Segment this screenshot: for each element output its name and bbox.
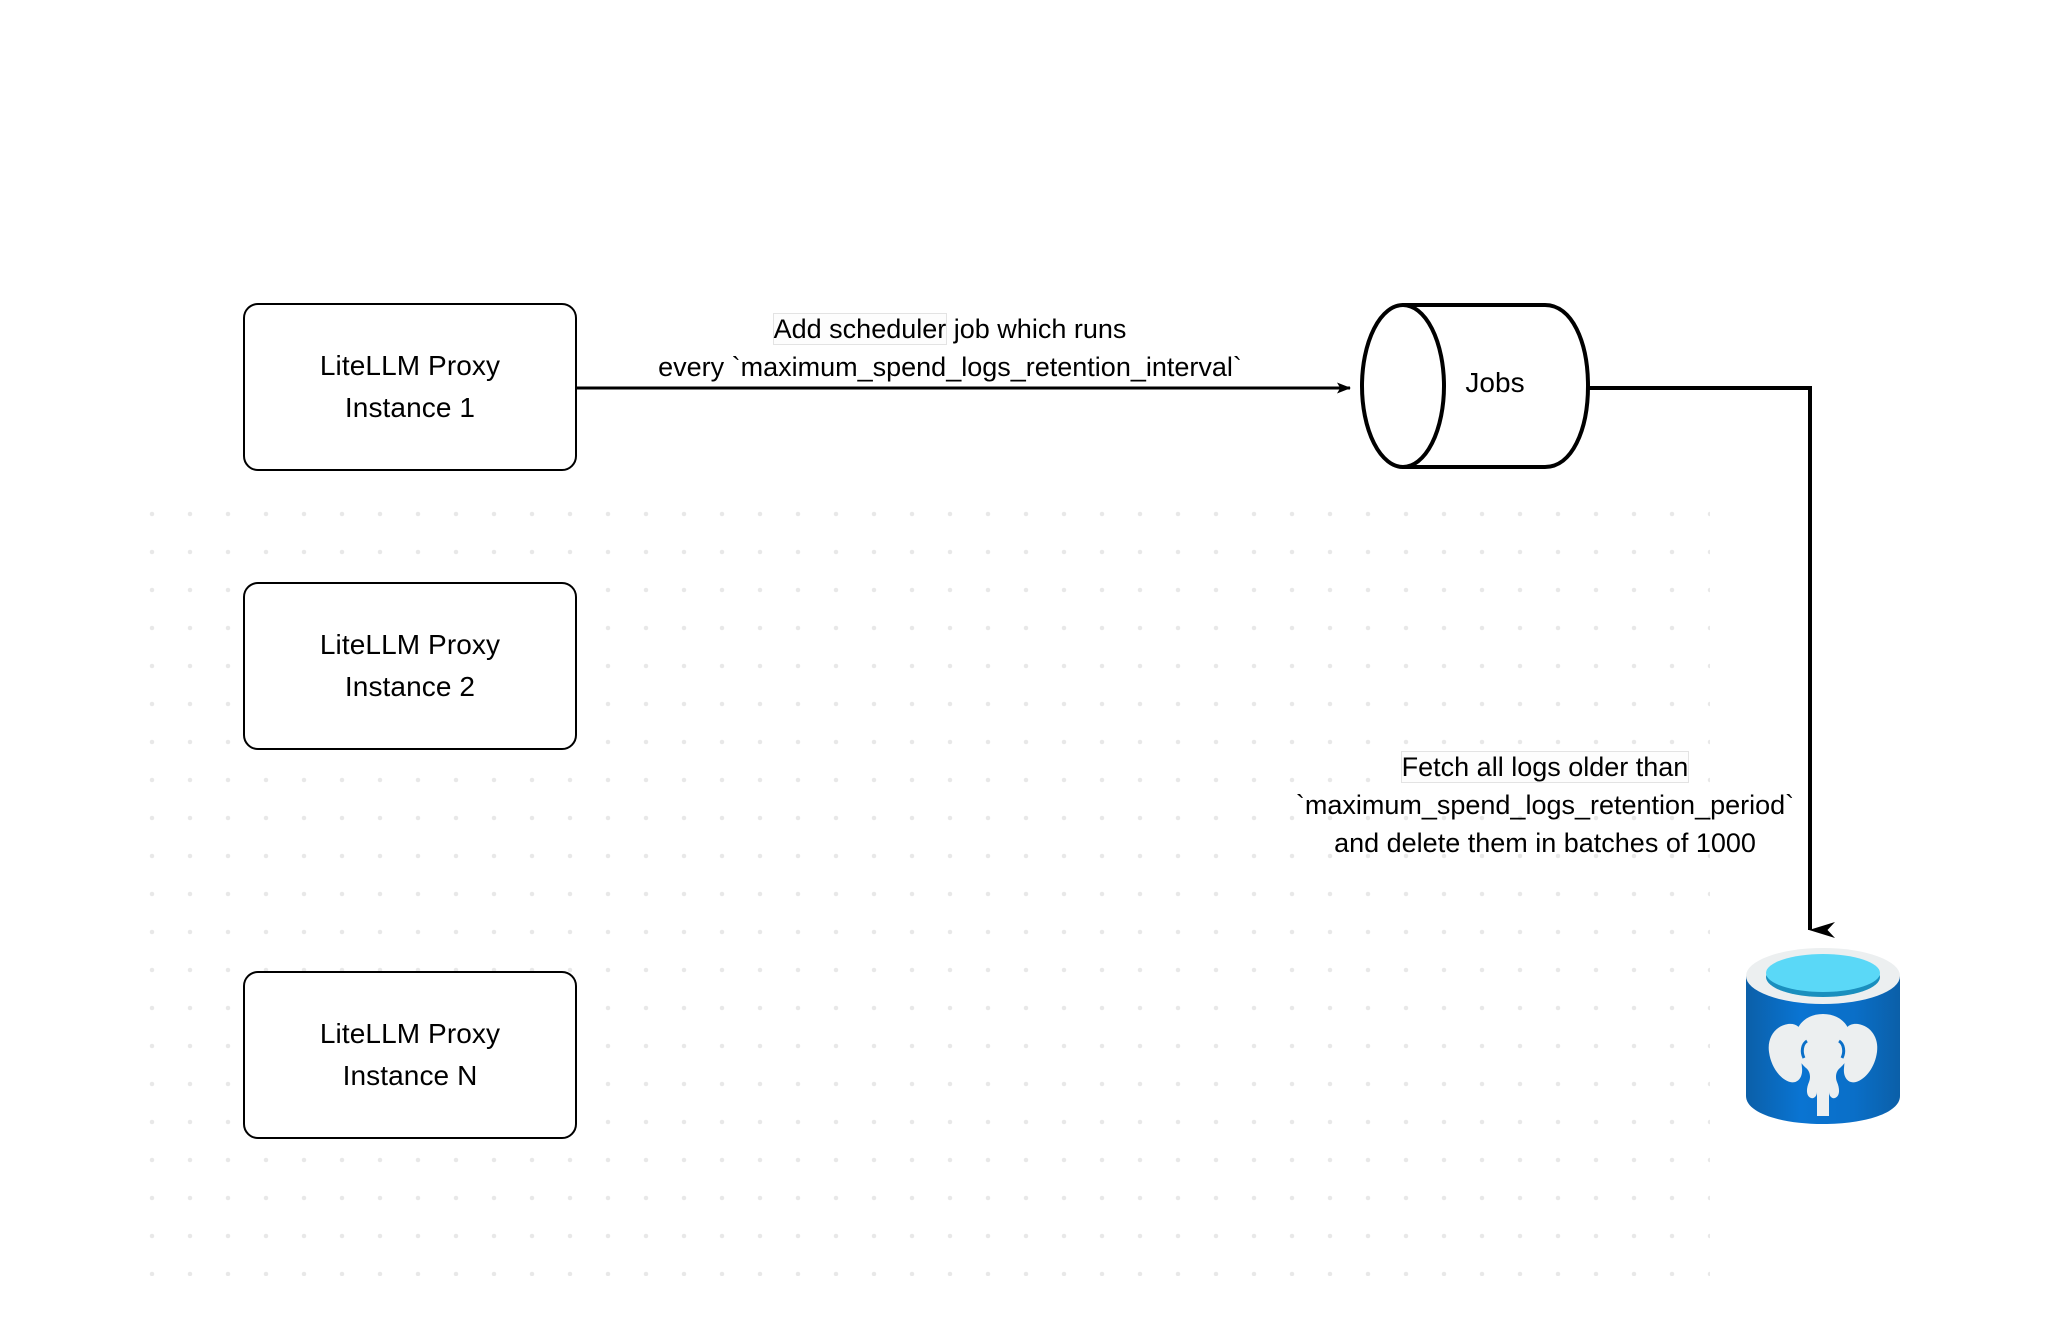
edge-jobs-to-postgres-line — [1588, 386, 1835, 938]
edge-label-rest-1: job which runs — [946, 314, 1127, 344]
edge-label-line-1: Add scheduler job which runs — [560, 310, 1340, 348]
db-top-surface — [1766, 954, 1880, 992]
edge-label-scheduler: Add scheduler job which runs every `maxi… — [560, 310, 1340, 386]
edge-label-highlight: Add scheduler — [773, 314, 947, 344]
node-label-line1: LiteLLM Proxy — [319, 350, 501, 381]
edge-label-line-1: Fetch all logs older than — [1255, 748, 1835, 786]
node-proxy-instance-n[interactable]: LiteLLM Proxy Instance N — [243, 971, 577, 1139]
elephant-eye-lines — [1800, 1039, 1846, 1059]
node-proxy-instance-2[interactable]: LiteLLM Proxy Instance 2 — [243, 582, 577, 750]
node-label-line2: Instance 2 — [344, 671, 476, 702]
node-label-line1: LiteLLM Proxy — [319, 629, 501, 660]
node-label-jobs: Jobs — [1465, 367, 1525, 398]
edge-label-line-2: every `maximum_spend_logs_retention_inte… — [658, 352, 1242, 382]
edge-label-line-2: `maximum_spend_logs_retention_period` — [1295, 790, 1795, 820]
elephant-icon — [1768, 1014, 1878, 1116]
node-proxy-instance-1[interactable]: LiteLLM Proxy Instance 1 — [243, 303, 577, 471]
postgres-database-icon[interactable] — [1744, 946, 1902, 1126]
edge-label-line-3: and delete them in batches of 1000 — [1334, 828, 1756, 858]
node-label-line1: LiteLLM Proxy — [319, 1018, 501, 1049]
edge-label-fetch: Fetch all logs older than `maximum_spend… — [1255, 748, 1835, 862]
node-label-line2: Instance N — [342, 1060, 478, 1091]
edge-label-highlight: Fetch all logs older than — [1401, 752, 1689, 782]
node-label-line2: Instance 1 — [344, 392, 476, 423]
